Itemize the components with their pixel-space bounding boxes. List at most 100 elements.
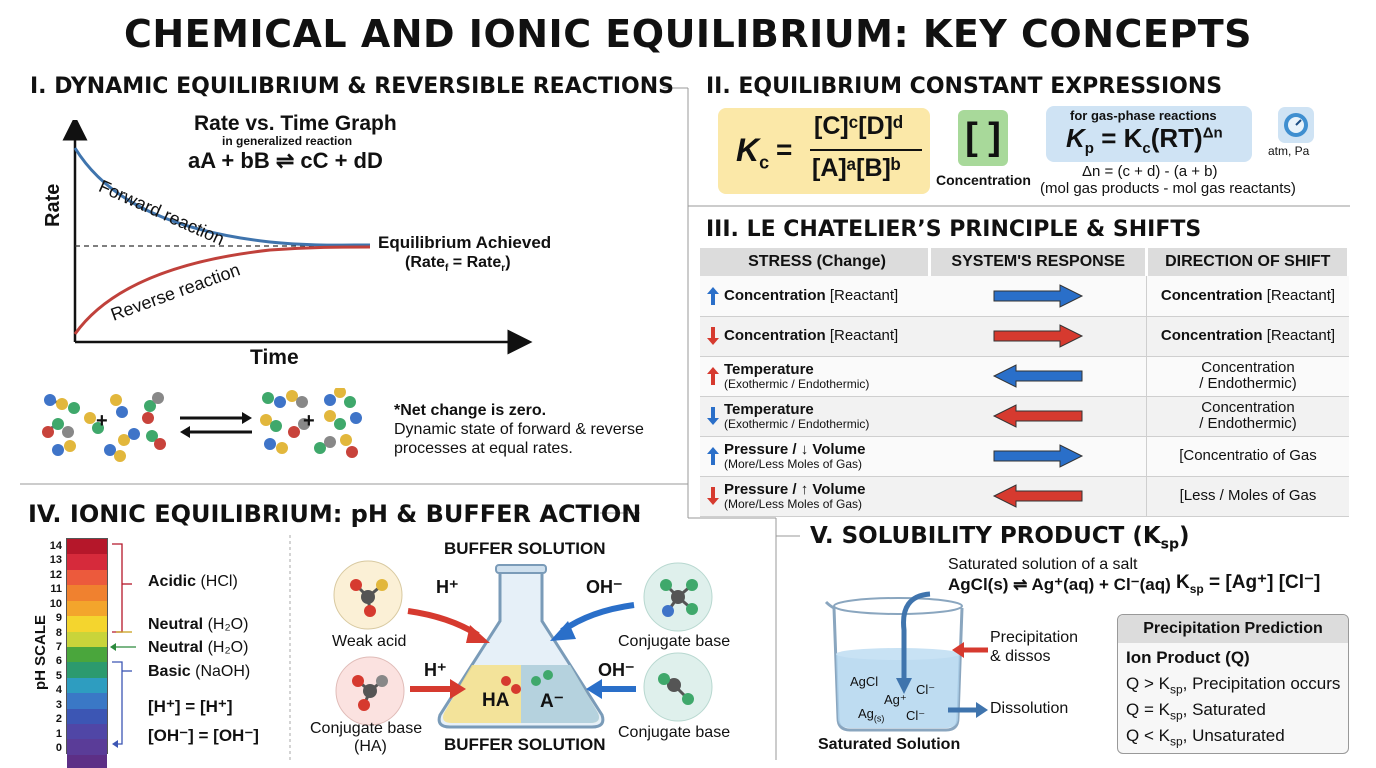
fraction-bar	[810, 149, 922, 151]
prediction-row: Q < Ksp, Unsaturated	[1126, 726, 1285, 749]
response-left-arrow-icon	[992, 484, 1083, 508]
prediction-title: Precipitation Prediction	[1118, 615, 1348, 643]
beaker-illustration	[824, 591, 988, 732]
note-line-2: Dynamic state of forward & reverse	[394, 421, 644, 438]
plus-sign-left: +	[96, 410, 108, 432]
section-1-heading: I. DYNAMIC EQUILIBRIUM & REVERSIBLE REAC…	[30, 74, 675, 99]
kc-denominator: [A]ᵃ[B]ᵇ	[812, 154, 901, 182]
response-right-arrow-icon	[993, 324, 1084, 348]
ph-number: 13	[49, 554, 62, 567]
stress-detail: (Exothermic / Endothermic)	[724, 416, 870, 431]
ph-scale-bar	[66, 538, 108, 768]
buffer-title-top: BUFFER SOLUTION	[444, 539, 606, 558]
reverse-curve	[73, 245, 371, 335]
h-plus-label-1: H⁺	[436, 577, 459, 597]
ph-number: 14	[49, 540, 62, 552]
beaker-cl-label-2: Cl⁻	[906, 708, 926, 723]
stress-detail: (More/Less Moles of Gas)	[724, 456, 863, 471]
ph-segment	[67, 677, 107, 694]
le-chatelier-row: Concentration [Reactant] Concentration […	[700, 316, 1349, 357]
ph-segment	[67, 724, 107, 740]
response-right-arrow-icon	[993, 283, 1084, 308]
ph-segment	[67, 600, 107, 617]
buffer-title-bottom: BUFFER SOLUTION	[444, 735, 606, 754]
ph-number: 6	[55, 655, 62, 668]
shift-direction: Concentration [Reactant]	[1160, 327, 1336, 344]
section-4-heading: IV. IONIC EQUILIBRIUM: pH & BUFFER ACTIO…	[28, 500, 642, 528]
stress-label: Concentration [Reactant]	[724, 286, 899, 304]
weak-acid-label: Weak acid	[332, 633, 407, 650]
section-5-heading: V. SOLUBILITY PRODUCT (Ksp)	[810, 523, 1190, 553]
response-left-arrow-icon	[992, 364, 1083, 388]
equilibrium-label: Equilibrium Achieved	[378, 233, 552, 252]
beaker-ags-label: Ag(s)	[858, 706, 885, 724]
conjugate-base-molecule-icon-top	[643, 562, 713, 632]
shift-direction: [Less / Moles of Gas	[1179, 487, 1317, 504]
ph-neutral-label-2: Neutral (H₂O)	[148, 639, 249, 656]
ph-segment	[67, 585, 107, 601]
conjugate-base-molecule-icon-bottom-right	[643, 652, 713, 722]
oh-minus-label-1: OH⁻	[586, 577, 623, 597]
beaker-ag-label: Ag⁺	[884, 692, 907, 707]
product-molecules-right	[260, 388, 362, 458]
kc-equals: =	[776, 134, 793, 165]
conjugate-base-label-bottom-right: Conjugate base	[618, 724, 731, 741]
forward-curve	[73, 147, 371, 247]
ph-number: 1	[55, 727, 62, 740]
h-ion-equation: [H⁺] = [H⁺]	[148, 697, 233, 716]
ph-neutral-label-1: Neutral (H₂O)	[148, 616, 249, 633]
beaker-icon	[824, 597, 964, 732]
page-title: CHEMICAL AND IONIC EQUILIBRIUM: KEY CONC…	[123, 12, 1253, 56]
oh-minus-label-2: OH⁻	[598, 660, 635, 680]
stress-label: Temperature	[724, 400, 814, 418]
ph-number: 3	[55, 698, 62, 711]
ph-number: 8	[55, 626, 62, 639]
beaker-cl-label-1: Cl⁻	[916, 682, 936, 697]
saturated-solution-note: Saturated solution of a salt	[948, 556, 1138, 573]
col-header-stress: STRESS (Change)	[700, 248, 932, 276]
shift-direction-line2: / Endothermic)	[1199, 415, 1297, 432]
dissolving-arrow	[901, 591, 931, 680]
ph-basic-label: Basic (NaOH)	[148, 663, 251, 680]
ph-number: 7	[55, 641, 62, 653]
ph-segment	[67, 693, 107, 709]
shift-direction: Concentration [Reactant]	[1160, 286, 1336, 304]
ph-number: 2	[55, 713, 62, 726]
y-axis-label: Rate	[42, 183, 64, 227]
section-3-heading: III. LE CHATELIER’S PRINCIPLE & SHIFTS	[706, 217, 1202, 242]
ph-segment	[67, 739, 107, 755]
buffer-arrows	[407, 602, 636, 699]
ph-segment	[67, 754, 107, 768]
shift-direction: Concentration/ Endothermic)	[1147, 400, 1348, 432]
precipitation-prediction-box: Precipitation Prediction Ion Product (Q)…	[1117, 614, 1349, 754]
down-arrow-icon	[707, 327, 719, 345]
ph-number: 5	[55, 669, 62, 682]
oh-ion-equation: [OH⁻] = [OH⁻]	[148, 726, 259, 745]
note-line-3: processes at equal rates.	[394, 440, 573, 457]
erlenmeyer-flask-icon	[437, 564, 605, 729]
x-axis-label: Time	[250, 346, 299, 369]
pressure-gauge-icon	[1278, 107, 1314, 143]
ph-segment	[67, 662, 107, 678]
ph-segment	[67, 569, 107, 586]
up-arrow-icon	[707, 447, 719, 465]
molecule-illustration	[42, 388, 362, 462]
stress-detail: (More/Less Moles of Gas)	[724, 496, 863, 511]
precipitation-label-2: & dissos	[990, 648, 1051, 665]
shift-direction-line2: / Endothermic)	[1199, 375, 1297, 392]
ph-number: 12	[49, 568, 62, 581]
ph-segment	[67, 708, 107, 725]
ph-segment	[67, 616, 107, 632]
equilibrium-rate: (Ratef = Rater)	[405, 254, 511, 275]
flask-a-minus-label: A⁻	[540, 691, 564, 712]
le-chatelier-row: Temperature(Exothermic / Endothermic) Co…	[700, 396, 1349, 437]
weak-acid-molecule-icon	[333, 560, 403, 630]
response-left-arrow-icon	[992, 404, 1083, 428]
stress-label: Concentration [Reactant]	[724, 327, 899, 344]
plus-sign-right: +	[303, 410, 315, 432]
ph-number: 4	[55, 684, 62, 697]
le-chatelier-row: Pressure / ↑ Volume(More/Less Moles of G…	[700, 476, 1349, 517]
ph-segment	[67, 646, 107, 663]
kc-numerator: [C]ᶜ[D]ᵈ	[814, 112, 903, 140]
